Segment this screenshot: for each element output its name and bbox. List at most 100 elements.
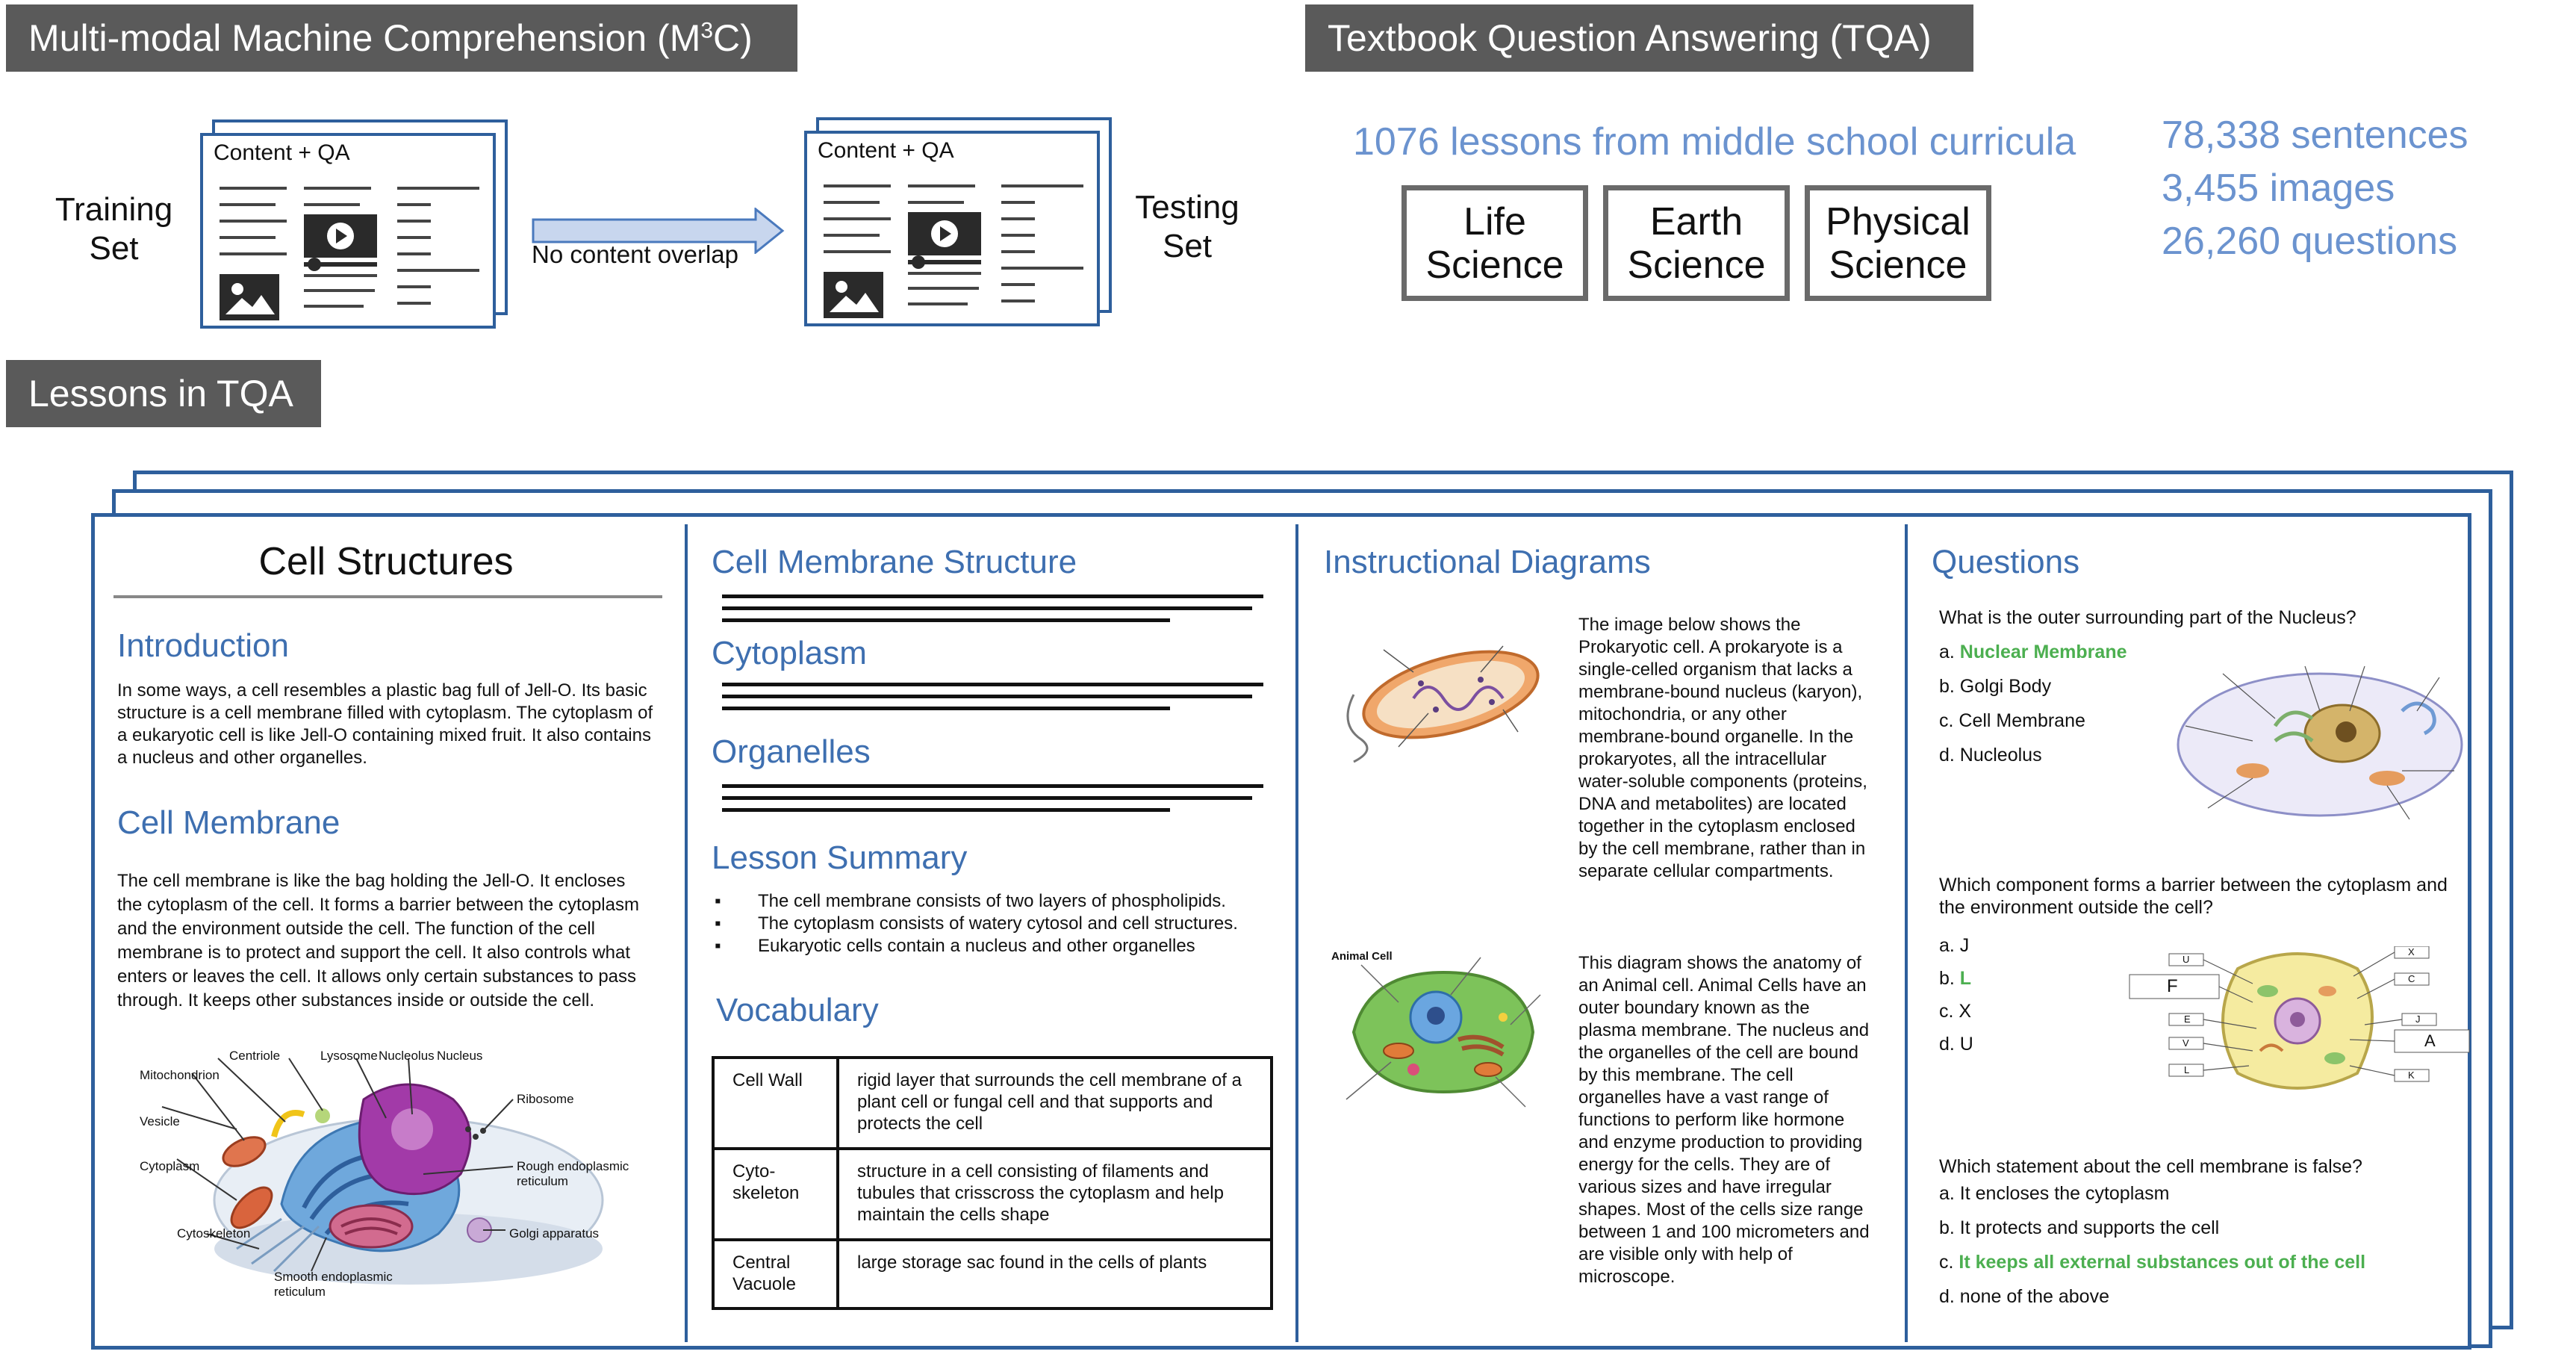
table-row: Cyto- skeleton structure in a cell consi… — [712, 1147, 1273, 1241]
vocabulary-table: Cell Wall rigid layer that surrounds the… — [712, 1056, 1273, 1310]
label-v: V — [2183, 1037, 2189, 1049]
q2-option-c[interactable]: c. X — [1939, 1001, 1972, 1022]
doc-label: Content + QA — [214, 140, 350, 165]
instructional-diagrams-heading: Instructional Diagrams — [1324, 544, 1651, 580]
column-divider — [1905, 524, 1908, 1342]
image-icon — [220, 274, 279, 320]
lessons-header: Lessons in TQA — [6, 360, 321, 427]
organelles-heading: Organelles — [712, 733, 871, 770]
testing-doc-stack: Content + QA — [804, 117, 1112, 326]
label-a: A — [2424, 1031, 2436, 1050]
q3-option-a[interactable]: a. It encloses the cytoplasm — [1939, 1183, 2170, 1204]
question-3: Which statement about the cell membrane … — [1939, 1156, 2362, 1177]
table-row: Cell Wall rigid layer that surrounds the… — [712, 1056, 1273, 1150]
list-item: ▪The cell membrane consists of two layer… — [715, 891, 1226, 911]
label-nucleolus: Nucleolus — [379, 1049, 435, 1063]
image-icon — [824, 272, 883, 318]
membrane-text: The cell membrane is like the bag holdin… — [117, 871, 639, 1010]
stat-images: 3,455 images — [2162, 167, 2395, 210]
intro-heading: Introduction — [117, 627, 289, 664]
q1-option-d[interactable]: d. Nucleolus — [1939, 745, 2042, 766]
vocab-term: Cell Wall — [712, 1056, 839, 1150]
label-smooth-er: Smooth endoplasmic reticulum — [274, 1270, 393, 1299]
cell-membrane-heading: Cell Membrane — [117, 804, 340, 841]
q1-cell-diagram — [2163, 659, 2477, 831]
label-nucleus: Nucleus — [437, 1049, 483, 1063]
lesson-summary-heading: Lesson Summary — [712, 839, 968, 876]
label-centriole: Centriole — [229, 1049, 281, 1063]
testing-set-label: Testing Set — [1135, 189, 1239, 264]
column-divider — [685, 524, 688, 1342]
prokaryote-text: The image below shows the Prokaryotic ce… — [1578, 615, 1867, 881]
vocab-term: Central Vacuole — [712, 1238, 839, 1310]
animal-cell-text: This diagram shows the anatomy of an Ani… — [1578, 953, 1870, 1287]
lesson-title: Cell Structures — [258, 540, 514, 583]
label-u: U — [2183, 954, 2190, 965]
label-e: E — [2184, 1013, 2191, 1025]
label-vesicle: Vesicle — [140, 1114, 180, 1128]
label-f: F — [2167, 976, 2178, 996]
vocab-term: Cyto- skeleton — [712, 1147, 839, 1241]
q3-option-c[interactable]: c. It keeps all external substances out … — [1939, 1252, 2366, 1273]
q2-option-a[interactable]: a. J — [1939, 935, 1970, 956]
intro-text: In some ways, a cell resembles a plastic… — [117, 680, 653, 768]
label-cytoplasm: Cytoplasm — [140, 1159, 200, 1173]
m3c-header: Multi-modal Machine Comprehension (M3C) — [6, 4, 797, 72]
q1-option-a[interactable]: a. Nuclear Membrane — [1939, 642, 2127, 662]
training-doc-stack: Content + QA — [200, 119, 508, 329]
list-item: ▪The cytoplasm consists of watery cytoso… — [715, 913, 1238, 934]
video-icon — [304, 214, 377, 282]
no-overlap-label: No content overlap — [532, 240, 739, 268]
label-x: X — [2408, 946, 2415, 957]
q1-option-c[interactable]: c. Cell Membrane — [1939, 710, 2085, 731]
label-ribosome: Ribosome — [517, 1092, 574, 1106]
right-arrow-icon — [532, 206, 785, 255]
question-2: Which component forms a barrier between … — [1939, 875, 2448, 918]
label-lysosome: Lysosome — [320, 1049, 378, 1063]
q1-answer: Nuclear Membrane — [1959, 642, 2127, 662]
q3-option-d[interactable]: d. none of the above — [1939, 1286, 2109, 1307]
vocab-definition: rigid layer that surrounds the cell memb… — [836, 1056, 1273, 1150]
label-j: J — [2415, 1013, 2421, 1025]
tqa-header: Textbook Question Answering (TQA) — [1305, 4, 1973, 72]
stat-questions: 26,260 questions — [2162, 220, 2458, 263]
prokaryote-diagram — [1331, 620, 1555, 769]
q2-answer: L — [1959, 968, 1972, 989]
table-row: Central Vacuole large storage sac found … — [712, 1238, 1273, 1310]
list-item: ▪Eukaryotic cells contain a nucleus and … — [715, 936, 1195, 956]
q2-plant-cell-diagram: U F V L X C J A E K — [2126, 946, 2477, 1096]
cytoplasm-heading: Cytoplasm — [712, 635, 867, 671]
label-rough-er: Rough endoplasmic reticulum — [517, 1159, 629, 1188]
q3-answer: It keeps all external substances out of … — [1959, 1252, 2366, 1273]
q3-option-b[interactable]: b. It protects and supports the cell — [1939, 1217, 2220, 1238]
stats-list: 78,338 sentences 3,455 images 26,260 que… — [2162, 109, 2468, 268]
label-c: C — [2408, 973, 2415, 984]
video-icon — [908, 212, 981, 279]
vocab-definition: structure in a cell consisting of filame… — [836, 1147, 1273, 1241]
question-1: What is the outer surrounding part of th… — [1939, 607, 2356, 628]
animal-cell-diagram: Animal Cell — [1331, 950, 1555, 1122]
label-cytoskeleton: Cytoskeleton — [177, 1226, 251, 1241]
q2-option-d[interactable]: d. U — [1939, 1034, 1973, 1055]
questions-heading: Questions — [1932, 544, 2080, 580]
lesson-page: Cell Structures Introduction In some way… — [91, 513, 2471, 1350]
summary-list: ▪The cell membrane consists of two layer… — [715, 890, 1282, 957]
animal-cell-label: Animal Cell — [1331, 950, 1393, 963]
title-underline — [113, 595, 662, 598]
q2-option-b[interactable]: b. L — [1939, 968, 1972, 989]
vocabulary-heading: Vocabulary — [716, 992, 879, 1028]
stat-sentences: 78,338 sentences — [2162, 114, 2468, 157]
vocab-definition: large storage sac found in the cells of … — [836, 1238, 1273, 1310]
label-k: K — [2408, 1069, 2415, 1081]
eukaryotic-cell-illustration: Centriole Lysosome Nucleolus Nucleus Mit… — [125, 1047, 662, 1301]
q1-option-b[interactable]: b. Golgi Body — [1939, 676, 2052, 697]
doc-label: Content + QA — [818, 138, 954, 163]
label-golgi: Golgi apparatus — [509, 1226, 600, 1241]
training-set-label: Training Set — [55, 191, 173, 267]
label-mitochondrion: Mitochondrion — [140, 1068, 220, 1082]
cell-membrane-structure-heading: Cell Membrane Structure — [712, 544, 1077, 580]
column-divider — [1295, 524, 1298, 1342]
